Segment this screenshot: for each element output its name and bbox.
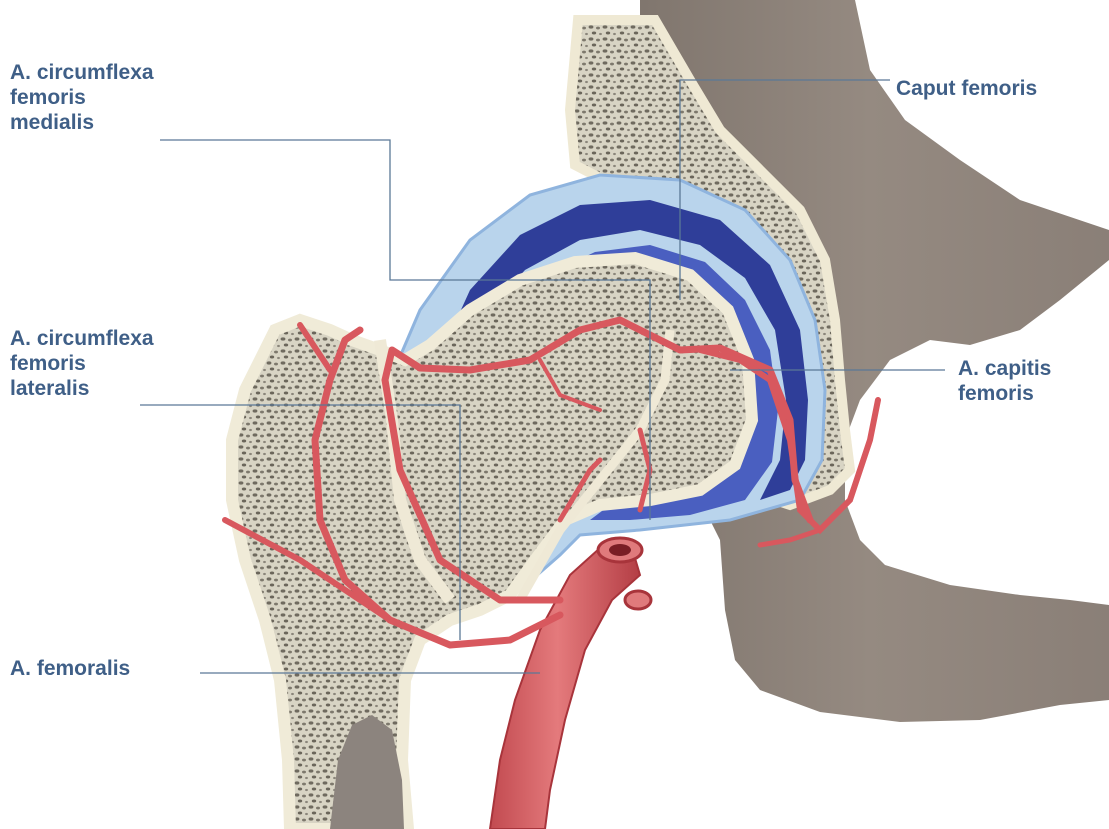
label-line: femoris <box>10 85 154 110</box>
label-line: A. femoralis <box>10 656 130 681</box>
label-a-femoralis: A. femoralis <box>10 656 130 681</box>
label-line: Caput femoris <box>896 76 1037 101</box>
label-line: femoris <box>10 351 154 376</box>
label-line: A. circumflexa <box>10 60 154 85</box>
label-line: A. capitis <box>958 356 1051 381</box>
label-line: medialis <box>10 110 154 135</box>
label-a-capitis-femoris: A. capitis femoris <box>958 356 1051 406</box>
label-line: A. circumflexa <box>10 326 154 351</box>
label-caput-femoris: Caput femoris <box>896 76 1037 101</box>
branch-stump <box>625 591 651 609</box>
femoral-artery-lumen <box>609 544 631 556</box>
label-a-circumflexa-femoris-lateralis: A. circumflexa femoris lateralis <box>10 326 154 401</box>
label-a-circumflexa-femoris-medialis: A. circumflexa femoris medialis <box>10 60 154 135</box>
label-line: femoris <box>958 381 1051 406</box>
label-line: lateralis <box>10 376 154 401</box>
